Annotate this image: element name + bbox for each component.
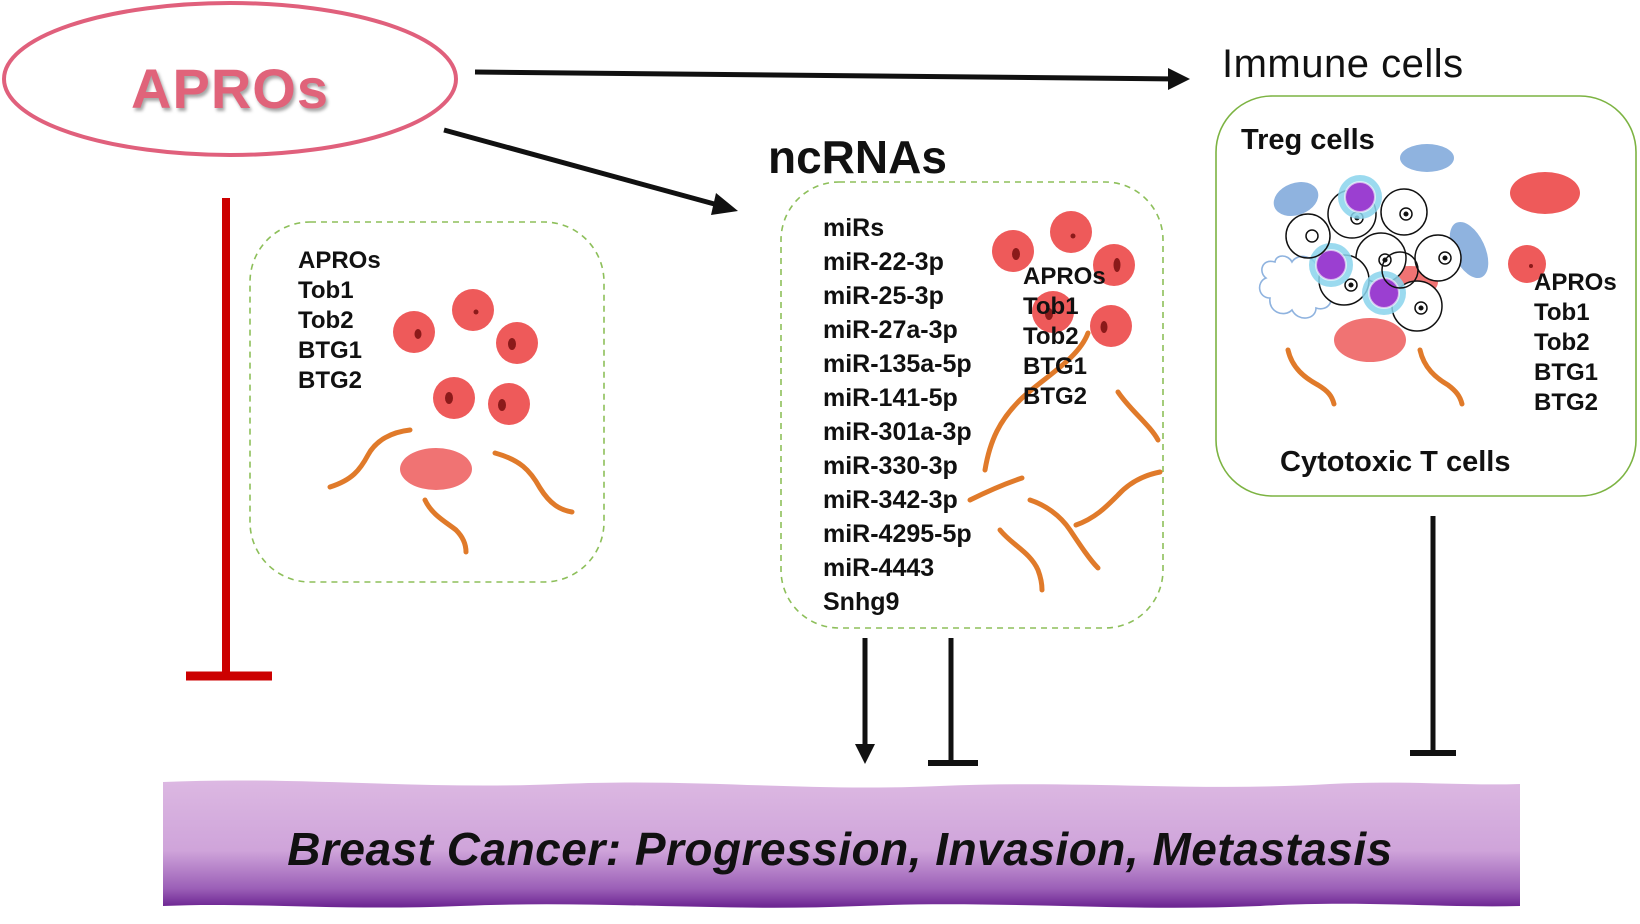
list-item: Tob2 <box>1534 329 1590 356</box>
red-blood-cell-icon <box>400 448 472 490</box>
red-blood-cell-icon <box>452 289 494 331</box>
ncrnas-inhibit-bar <box>928 638 978 766</box>
apros-inhibition-bar <box>186 198 272 681</box>
list-item: miR-135a-5p <box>823 350 972 378</box>
list-item: APROs <box>1023 263 1106 290</box>
arrow-to-ncrnas <box>443 127 738 215</box>
list-item: miRs <box>823 214 885 242</box>
list-item: Tob2 <box>298 307 354 334</box>
list-item: miR-27a-3p <box>823 316 958 344</box>
left-box-rna-strands <box>327 427 575 555</box>
list-item: miR-301a-3p <box>823 418 972 446</box>
list-item: miR-22-3p <box>823 248 944 276</box>
t-cell-icon <box>1285 213 1331 259</box>
red-blood-cell-icon <box>1050 211 1092 253</box>
red-blood-cell-icon <box>1510 172 1580 214</box>
red-blood-cell-icon <box>1508 245 1546 283</box>
list-item: Tob1 <box>1023 293 1079 320</box>
banner-title: Breast Cancer: Progression, Invasion, Me… <box>287 823 1393 875</box>
immune-box-list: APROs Tob1 Tob2 BTG1 BTG2 <box>1534 268 1617 418</box>
red-blood-cell-icon <box>393 311 435 353</box>
ncrnas-box-rna-strands <box>967 330 1163 593</box>
immune-inhibit-bar <box>1410 516 1456 756</box>
t-cell-icon <box>1381 251 1419 289</box>
t-cell-icon <box>1414 234 1462 282</box>
left-box-cells <box>393 289 538 490</box>
breast-cancer-banner <box>163 780 1520 908</box>
red-blood-cell-icon <box>1334 318 1406 362</box>
list-item: Tob1 <box>298 277 354 304</box>
blue-cell-icon <box>1400 144 1454 172</box>
red-blood-cell-icon <box>488 383 530 425</box>
treg-cell-icon <box>1309 243 1353 287</box>
rna-strand-icon <box>1417 347 1465 407</box>
apros-title: APROs <box>131 56 329 120</box>
list-item: miR-4443 <box>823 554 935 582</box>
list-item: BTG1 <box>1534 359 1599 386</box>
list-item: miR-25-3p <box>823 282 944 310</box>
rna-strand-icon <box>982 330 1091 473</box>
arrow-to-immune-cells <box>474 68 1190 90</box>
list-item: Snhg9 <box>823 588 900 616</box>
rna-strand-icon <box>1115 389 1161 443</box>
rna-strand-icon <box>422 497 469 555</box>
list-item: Tob1 <box>1534 299 1590 326</box>
red-blood-cell-icon <box>1090 305 1132 347</box>
list-item: BTG2 <box>1023 383 1088 410</box>
treg-cell-icon <box>1338 175 1382 219</box>
list-item: APROs <box>298 247 381 274</box>
treg-cells-label: Treg cells <box>1241 124 1375 156</box>
list-item: miR-330-3p <box>823 452 958 480</box>
list-item: miR-4295-5p <box>823 520 972 548</box>
immune-cells-title: Immune cells <box>1222 42 1464 86</box>
t-cell-icon <box>1380 188 1428 236</box>
immune-cells-illustration <box>1258 144 1580 362</box>
blue-cell-icon <box>1273 182 1319 216</box>
left-box-list: APROs Tob1 Tob2 BTG1 BTG2 <box>298 246 381 396</box>
rna-strand-icon <box>997 527 1045 593</box>
list-item: miR-342-3p <box>823 486 958 514</box>
ncrnas-box-list: APROs Tob1 Tob2 BTG1 BTG2 <box>1023 262 1106 412</box>
ncrnas-title: ncRNAs <box>768 131 947 183</box>
rna-strand-icon <box>967 475 1025 503</box>
ncrnas-box <box>780 181 1164 629</box>
list-item: BTG2 <box>298 367 363 394</box>
red-blood-cell-icon <box>433 377 475 419</box>
rna-strand-icon <box>1285 347 1337 407</box>
red-blood-cell-icon <box>496 322 538 364</box>
list-item: APROs <box>1534 269 1617 296</box>
rna-strand-icon <box>327 427 413 490</box>
mirna-list: miRs miR-22-3p miR-25-3p miR-27a-3p miR-… <box>823 211 972 619</box>
list-item: BTG2 <box>1534 389 1599 416</box>
ncrnas-promote-arrow <box>855 638 875 764</box>
red-blood-cell-icon <box>1032 291 1074 333</box>
rna-strand-icon <box>492 450 575 515</box>
rna-strand-icon <box>1027 497 1101 571</box>
ncrnas-box-cells <box>992 211 1135 347</box>
list-item: BTG1 <box>298 337 363 364</box>
apros-ellipse <box>2 1 458 157</box>
immune-box-rna-strands <box>1285 347 1465 407</box>
red-blood-cell-icon <box>992 230 1034 272</box>
list-item: BTG1 <box>1023 353 1088 380</box>
red-blood-cell-icon <box>1093 244 1135 286</box>
rna-strand-icon <box>1073 469 1163 528</box>
cytotoxic-t-cells-label: Cytotoxic T cells <box>1280 446 1511 478</box>
list-item: Tob2 <box>1023 323 1079 350</box>
list-item: miR-141-5p <box>823 384 958 412</box>
immune-cells-box <box>1215 95 1637 497</box>
